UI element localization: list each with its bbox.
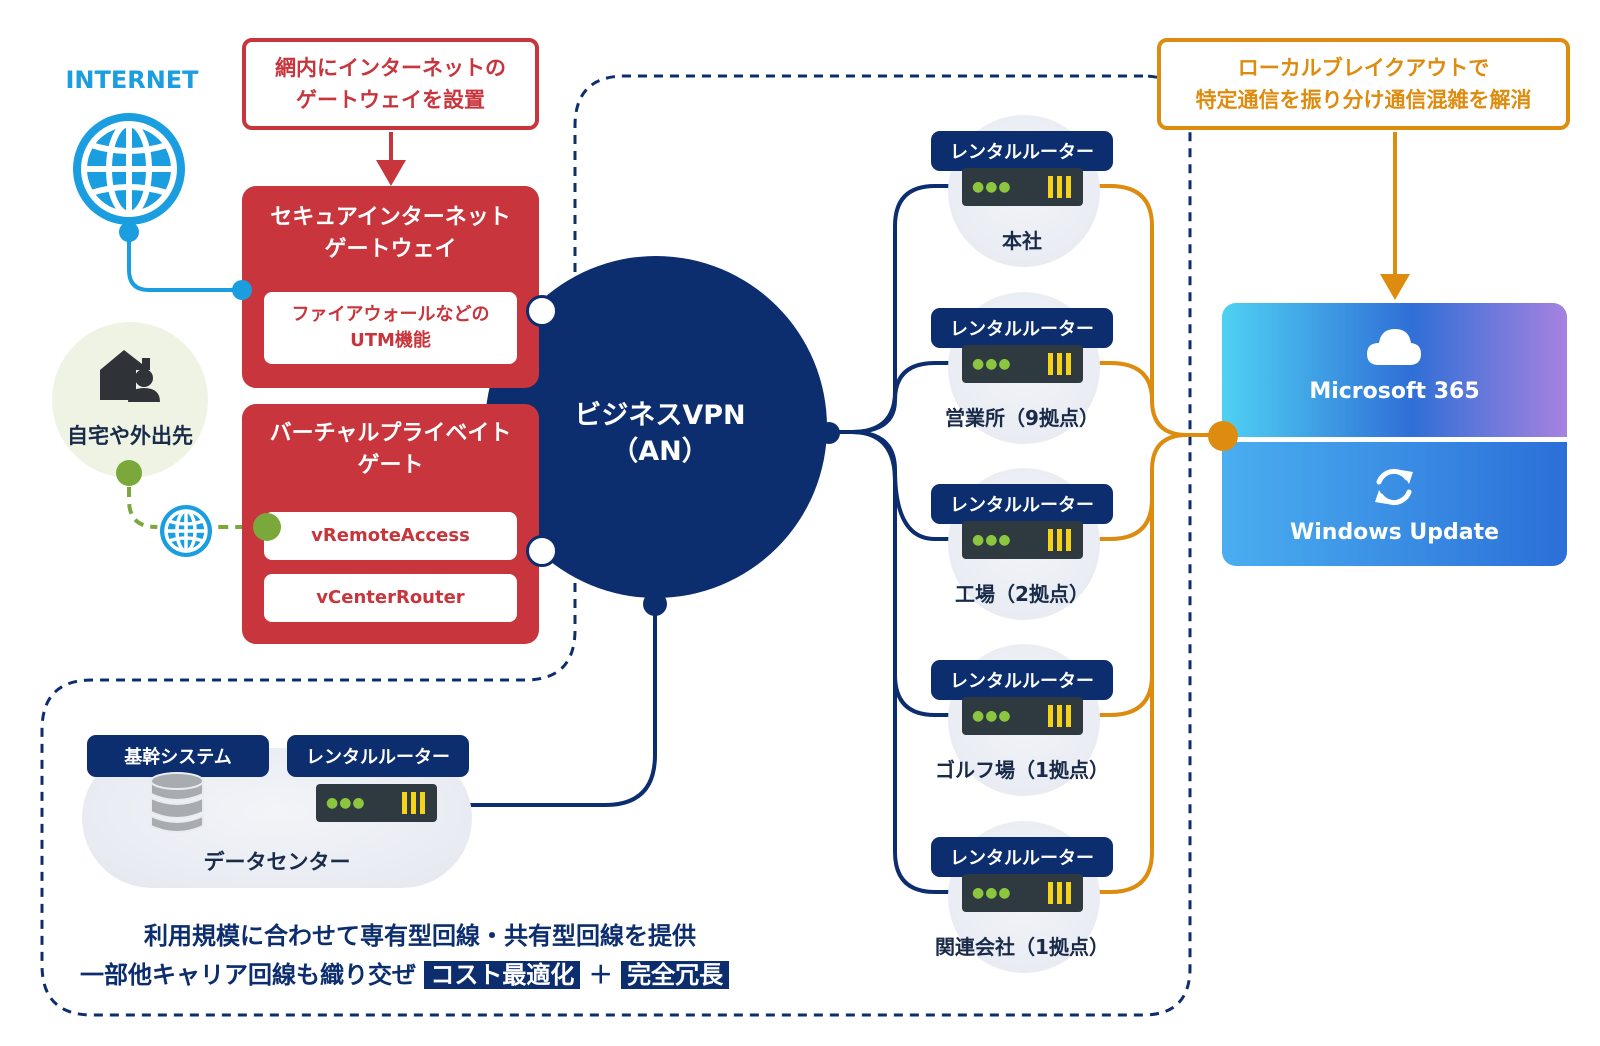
utm-box-line2: UTM機能: [350, 330, 431, 351]
router-label: レンタルルーター: [931, 660, 1113, 700]
site-name: 工場（2拠点）: [955, 582, 1089, 606]
network-boundary-dashed: [40, 74, 1192, 1017]
gateway-callout-arrow: [376, 132, 406, 186]
secure-gateway-title-line2: ゲートウェイ: [324, 237, 457, 262]
site-links-orange: [1083, 184, 1220, 894]
gateway-callout-line2: ゲートウェイを設置: [296, 88, 485, 112]
secure-gateway-title: セキュアインターネット ゲートウェイ: [242, 202, 539, 266]
site-name: 営業所（9拠点）: [945, 406, 1099, 430]
vpn-port-gateway: [526, 295, 558, 327]
vpn-port-sites: [818, 422, 840, 444]
site-name: 関連会社（1拠点）: [935, 935, 1109, 959]
site-name: ゴルフ場（1拠点）: [935, 758, 1109, 782]
virtual-gate-panel: バーチャルプライベイト ゲート vRemoteAccess vCenterRou…: [242, 404, 539, 644]
router-label: レンタルルーター: [931, 484, 1113, 524]
vpn-label-line1: ビジネスVPN: [574, 400, 746, 431]
site-links-navy: [832, 184, 962, 894]
m365-label: Microsoft 365: [1309, 379, 1480, 404]
vpn-port-datacenter: [643, 592, 667, 616]
gateway-internet-port: [232, 280, 252, 300]
internet-link: [127, 230, 242, 292]
home-link: [127, 470, 268, 529]
datacenter-name: データセンター: [203, 850, 351, 874]
router-label: レンタルルーター: [287, 735, 469, 777]
router-icon: ●●●: [962, 521, 1083, 559]
vcenterrouter-box: vCenterRouter: [264, 574, 517, 622]
virtual-gate-title-line1: バーチャルプライベイト: [269, 421, 512, 446]
breakout-callout-line2: 特定通信を振り分け通信混雑を解消: [1195, 88, 1532, 112]
breakout-callout-line1: ローカルブレイクアウトで: [1237, 56, 1490, 80]
winupdate-label: Windows Update: [1289, 520, 1500, 545]
internet-dot: [119, 222, 139, 242]
router-label: レンタルルーター: [931, 131, 1113, 171]
m365-box: Microsoft 365: [1222, 303, 1567, 437]
home-user-icon: [100, 350, 160, 402]
breakout-callout: ローカルブレイクアウトで 特定通信を振り分け通信混雑を解消: [1157, 38, 1570, 130]
cloud-icon: [1367, 329, 1421, 365]
router-icon: ●●●: [962, 168, 1083, 206]
globe-icon: [73, 113, 185, 225]
vpn-label-line2: （AN）: [611, 436, 709, 467]
router-label: レンタルルーター: [931, 837, 1113, 877]
bottom-text-line1: 利用規模に合わせて専有型回線・共有型回線を提供: [144, 922, 696, 950]
globe-icon: [157, 502, 215, 560]
bottom-text-line2-prefix: 一部他キャリア回線も織り交ぜ: [80, 961, 416, 989]
vpn-port-virtual: [526, 535, 558, 567]
sync-icon: [1375, 468, 1413, 506]
home-dot: [116, 460, 142, 486]
breakout-callout-arrow: [1380, 132, 1410, 300]
router-icon: ●●●: [962, 697, 1083, 735]
secure-gateway-panel: セキュアインターネット ゲートウェイ ファイアウォールなどの UTM機能: [242, 186, 539, 388]
breakout-dot: [1208, 421, 1238, 451]
router-icon: ●●●: [962, 874, 1083, 912]
gateway-callout-line1: 網内にインターネットの: [275, 56, 506, 80]
utm-box-line1: ファイアウォールなどの: [291, 304, 490, 325]
virtual-gate-title-line2: ゲート: [357, 453, 424, 478]
secure-gateway-title-line1: セキュアインターネット: [270, 205, 511, 230]
internet-label: INTERNET: [65, 66, 199, 94]
router-icon: ●●●: [316, 784, 437, 822]
database-icon: [150, 772, 204, 833]
vremoteaccess-box: vRemoteAccess: [264, 512, 517, 560]
datacenter-link: [438, 605, 657, 807]
highlight-cost: コスト最適化: [424, 961, 581, 989]
utm-box: ファイアウォールなどの UTM機能: [264, 292, 517, 364]
vpn-label: ビジネスVPN （AN）: [555, 398, 765, 470]
plus-sign: ＋: [588, 961, 613, 989]
virtual-gate-title: バーチャルプライベイト ゲート: [242, 418, 539, 482]
gateway-home-port: [253, 513, 281, 541]
system-label: 基幹システム: [87, 735, 269, 777]
winupdate-box: Windows Update: [1222, 442, 1567, 566]
site-name: 本社: [1002, 229, 1042, 253]
router-label: レンタルルーター: [931, 308, 1113, 348]
router-icon: ●●●: [962, 345, 1083, 383]
home-label: 自宅や外出先: [67, 424, 193, 448]
highlight-redundancy: 完全冗長: [621, 961, 730, 989]
gateway-callout: 網内にインターネットの ゲートウェイを設置: [242, 38, 539, 130]
bottom-text-line2: 一部他キャリア回線も織り交ぜ コスト最適化 ＋ 完全冗長: [80, 955, 780, 990]
